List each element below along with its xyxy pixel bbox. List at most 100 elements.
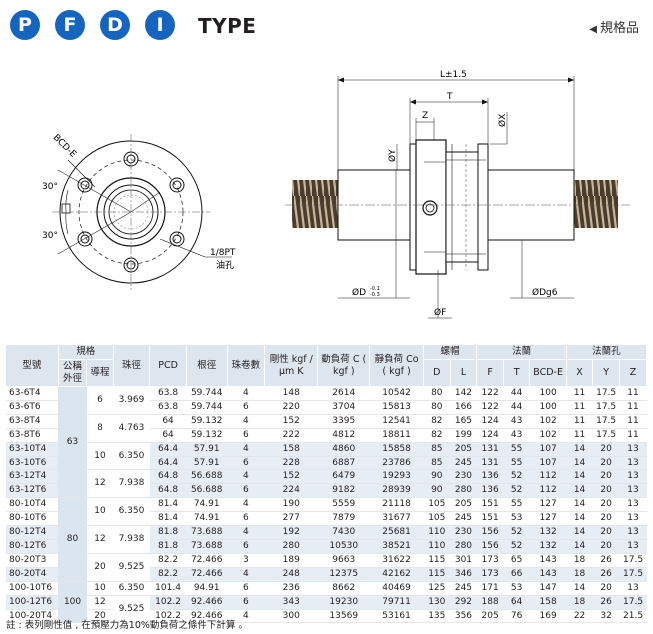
- table-cell: 152: [264, 414, 318, 429]
- table-cell: 102: [529, 414, 567, 429]
- table-cell: 53: [503, 581, 530, 596]
- table-cell: 136: [476, 469, 504, 485]
- table-cell: 14: [566, 539, 593, 554]
- model-cell: 63-12T6: [6, 483, 59, 499]
- header-flange-hole: 法蘭孔: [566, 345, 648, 360]
- table-cell: 85: [423, 442, 451, 457]
- header-static-load: 靜負荷 Co ( kgf ): [369, 345, 424, 387]
- table-cell: 158: [264, 442, 318, 457]
- header-x: X: [566, 359, 594, 387]
- table-cell: 13: [619, 581, 647, 596]
- table-cell: 25681: [369, 525, 424, 540]
- table-cell: 125: [423, 581, 451, 596]
- model-cell: 100-20T4: [6, 609, 59, 624]
- x-dimension-label: ØX: [497, 114, 508, 127]
- table-cell: 124: [476, 414, 504, 429]
- table-cell: 292: [450, 595, 477, 610]
- table-cell: 245: [450, 581, 477, 596]
- model-cell: 80-12T4: [6, 525, 59, 540]
- table-cell: 192: [264, 525, 318, 540]
- table-cell: 17.5: [619, 595, 647, 610]
- table-cell: 132: [529, 539, 567, 554]
- table-cell: 11: [566, 428, 593, 443]
- table-cell: 124: [476, 428, 504, 443]
- model-cell: 100-12T6: [6, 595, 59, 610]
- table-cell: 42162: [369, 567, 424, 582]
- table-cell: 107: [529, 456, 567, 471]
- table-cell: 280: [450, 539, 477, 554]
- table-cell: 10530: [317, 539, 370, 554]
- table-cell: 205: [450, 442, 477, 457]
- table-cell: 169: [529, 609, 567, 624]
- table-cell: 44: [503, 386, 530, 401]
- table-cell: 143: [529, 567, 567, 582]
- table-cell: 64: [149, 428, 187, 443]
- table-cell: 142: [450, 386, 477, 401]
- nominal-od-cell: 80: [58, 497, 87, 582]
- header-stiffness: 剛性 kgf /µm K: [264, 345, 319, 387]
- table-cell: 130: [423, 595, 451, 610]
- lead-cell: 20: [86, 609, 114, 624]
- table-cell: 13: [619, 442, 647, 457]
- table-cell: 115: [423, 553, 451, 568]
- table-cell: 143: [529, 553, 567, 568]
- table-cell: 65: [503, 553, 530, 568]
- table-cell: 26: [592, 553, 620, 568]
- table-cell: 14: [566, 525, 593, 540]
- nut-side-view: L±1.5 T Z ØX ØY ØD -0.1 -0.3 ØDg6 ØF: [285, 70, 630, 319]
- table-cell: 32: [592, 609, 620, 624]
- t-dimension-label: T: [446, 92, 453, 102]
- length-dimension-label: L±1.5: [440, 70, 467, 80]
- table-cell: 82: [423, 414, 451, 429]
- page-title: TYPE: [198, 14, 257, 38]
- table-cell: 74.91: [186, 511, 228, 527]
- table-cell: 92.466: [186, 609, 228, 624]
- model-cell: 80-20T3: [6, 553, 59, 568]
- table-cell: 136: [476, 483, 504, 499]
- table-cell: 11: [566, 414, 593, 429]
- spec-link[interactable]: ◀規格品: [589, 17, 639, 36]
- table-cell: 73.688: [186, 539, 228, 554]
- table-cell: 152: [264, 469, 318, 485]
- table-cell: 79711: [369, 595, 424, 610]
- table-cell: 7430: [317, 525, 370, 540]
- nominal-od-cell: 63: [58, 386, 87, 499]
- model-cell: 80-12T6: [6, 539, 59, 554]
- table-cell: 4: [227, 497, 265, 513]
- header-ball: 珠徑: [113, 345, 151, 387]
- table-cell: 300: [264, 609, 318, 624]
- table-cell: 6: [227, 428, 265, 443]
- model-cell: 63-8T6: [6, 428, 59, 443]
- header-root: 根徑: [186, 345, 228, 387]
- z-dimension-label: Z: [422, 111, 428, 121]
- table-cell: 21118: [369, 497, 424, 513]
- ball-diameter-cell: 6.350: [113, 442, 150, 471]
- table-cell: 63.8: [149, 386, 187, 401]
- table-cell: 110: [423, 525, 451, 540]
- lead-cell: 10: [86, 442, 114, 471]
- table-cell: 82: [423, 428, 451, 443]
- table-cell: 101.4: [149, 581, 187, 596]
- table-cell: 245: [450, 456, 477, 471]
- table-cell: 26: [592, 595, 620, 610]
- bcd-label: BCD-E: [51, 133, 78, 160]
- table-cell: 245: [450, 511, 477, 527]
- table-cell: 220: [264, 400, 318, 415]
- table-cell: 343: [264, 595, 318, 610]
- table-cell: 173: [476, 567, 504, 582]
- spec-link-label: 規格品: [599, 21, 639, 36]
- table-cell: 59.132: [186, 428, 228, 443]
- dg6-dimension-label: ØDg6: [532, 287, 558, 298]
- model-cell: 63-8T4: [6, 414, 59, 429]
- table-cell: 85: [423, 456, 451, 471]
- header-nut: 螺帽: [423, 345, 478, 360]
- table-cell: 52: [503, 469, 530, 485]
- table-cell: 280: [450, 483, 477, 499]
- header-pcd: PCD: [149, 345, 187, 387]
- y-dimension-label: ØY: [387, 149, 398, 162]
- table-cell: 9182: [317, 483, 370, 499]
- header-z: Z: [619, 359, 647, 387]
